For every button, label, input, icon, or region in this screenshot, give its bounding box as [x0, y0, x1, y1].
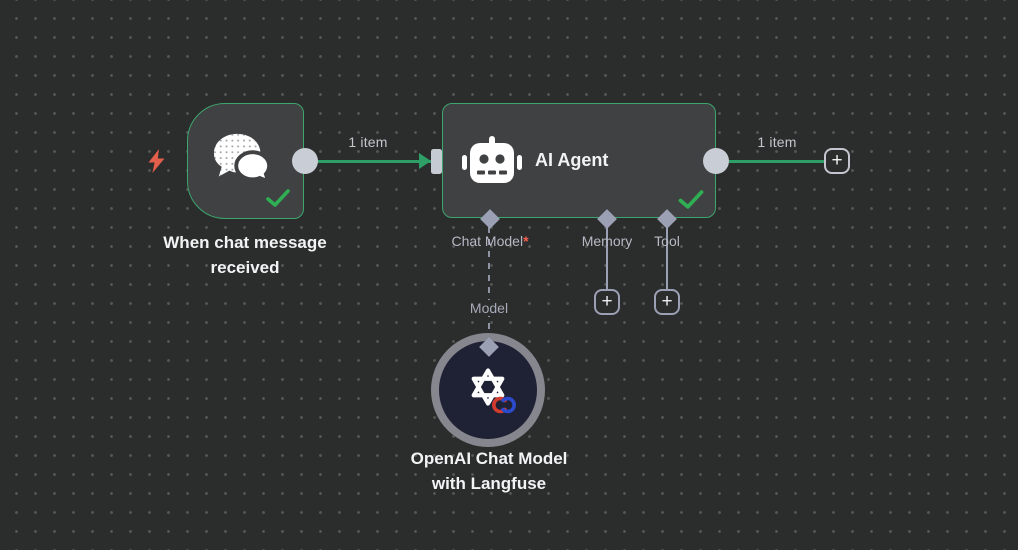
trigger-bolt-icon — [148, 149, 165, 173]
chat-model-label-text: Chat Model — [451, 233, 524, 249]
add-next-node-button[interactable]: + — [824, 148, 850, 174]
node-chat-trigger[interactable] — [187, 103, 304, 219]
edge-model-label: Model — [452, 300, 526, 316]
memory-stub-line — [605, 227, 608, 290]
agent-success-check-icon — [678, 190, 704, 209]
required-marker: * — [523, 233, 529, 249]
robot-icon — [462, 136, 522, 183]
openai-node-title-line2: with Langfuse — [431, 473, 547, 493]
edge-agent-output-label: 1 item — [757, 134, 797, 150]
trigger-output-port[interactable] — [292, 148, 318, 174]
openai-node-title: OpenAI Chat Model with Langfuse — [378, 447, 600, 496]
agent-output-port[interactable] — [703, 148, 729, 174]
edge-chat-model-to-openai[interactable] — [488, 227, 490, 341]
agent-input-port[interactable] — [431, 149, 442, 174]
chat-bubbles-icon — [213, 133, 272, 185]
agent-chat-model-port-label: Chat Model* — [420, 233, 560, 249]
edge-arrowhead-icon — [419, 153, 431, 169]
agent-tool-port-label: Tool — [654, 233, 680, 249]
agent-memory-port-label: Memory — [581, 233, 633, 249]
edge-trigger-to-agent-label: 1 item — [348, 134, 388, 150]
edge-trigger-to-agent[interactable] — [305, 160, 433, 163]
tool-stub-line — [665, 227, 668, 290]
add-tool-button[interactable]: + — [654, 289, 680, 315]
langfuse-badge-icon — [492, 396, 516, 414]
trigger-node-title: When chat message received — [163, 233, 327, 277]
openai-node-title-line1: OpenAI Chat Model — [410, 449, 568, 468]
agent-node-title: AI Agent — [535, 150, 609, 170]
edge-agent-output[interactable] — [729, 160, 825, 163]
add-memory-button[interactable]: + — [594, 289, 620, 315]
node-ai-agent[interactable]: AI Agent — [442, 103, 716, 218]
trigger-success-check-icon — [266, 189, 290, 207]
openai-logo-icon — [471, 368, 505, 406]
